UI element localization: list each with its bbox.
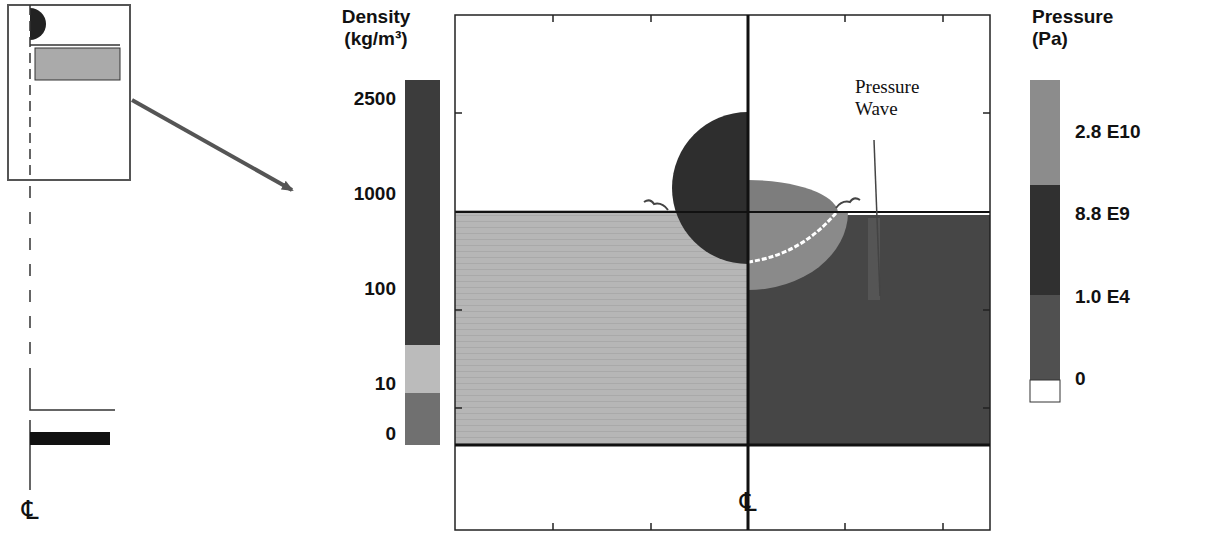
colorbar-segment [405,393,440,445]
ejecta-jet [836,198,860,208]
pressure-dome [748,212,848,290]
centerline [29,420,31,490]
colorbar-segment [1030,295,1060,380]
tick-label: 2.8 E10 [1075,121,1141,143]
colorbar-segment [405,345,440,393]
projectile-density [672,112,748,264]
tick-label: 1.0 E4 [1075,286,1130,308]
colorbar-title: Density (kg/m³) [328,6,424,50]
zoom-arrow [132,100,292,190]
frame-ticks [455,15,990,530]
inset-projectile [30,8,46,40]
ejecta-jet [644,200,668,210]
tick-label: 2500 [354,88,396,110]
target-surface [455,211,990,213]
colorbar-segment [1030,380,1060,402]
colorbar-segment [405,80,440,345]
projectile-pressure [748,180,838,212]
plate-bar [30,432,110,445]
plot-frame [455,15,990,530]
inset-centerline [29,5,31,180]
tick-label: 100 [364,278,396,300]
axis-line [747,15,750,530]
colorbar-segment [1030,185,1060,295]
colorbar-segment [1030,80,1060,185]
centerline-symbol: ℄ [22,496,39,526]
tick-label: 0 [385,423,396,445]
inset-surface [30,44,120,46]
inset-frame [8,5,130,180]
leader-line [874,140,880,296]
bottom-line [455,444,990,447]
inset-target [35,48,120,80]
centerline [29,186,31,380]
colorbar-title: Pressure (Pa) [1032,6,1132,50]
tick-label: 1000 [354,183,396,205]
centerline-symbol: ℄ [740,488,757,518]
tick-label: 8.8 E9 [1075,203,1130,225]
plate-outline [30,380,115,410]
compression-front [748,213,836,262]
callout-label: Pressure Wave [855,76,935,120]
tick-label: 0 [1075,368,1086,390]
tick-label: 10 [375,373,396,395]
